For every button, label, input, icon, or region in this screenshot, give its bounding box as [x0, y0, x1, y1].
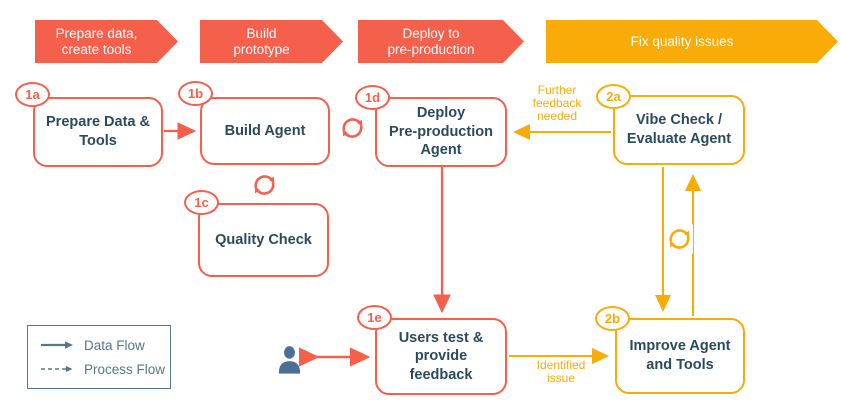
solid-arrow-icon	[41, 341, 73, 349]
stage-banner-fix-quality: Fix quality issues	[546, 20, 838, 63]
stage-banner-label: Fix quality issues	[630, 33, 734, 49]
node-label: Prepare Data & Tools	[46, 114, 150, 149]
legend: Data Flow Process Flow	[27, 325, 171, 389]
node-label: Build Agent	[224, 122, 306, 139]
legend-label: Process Flow	[84, 361, 166, 377]
node-label: Vibe Check / Evaluate Agent	[626, 112, 732, 147]
edge-label-identified-issue: Identified issue	[536, 358, 586, 386]
stage-banner-deploy-preprod: Deploy to pre-production	[358, 20, 524, 63]
node-build-agent: Build Agent	[200, 97, 330, 165]
legend-row-data-flow: Data Flow	[40, 338, 170, 353]
stage-banner-build-prototype: Build prototype	[200, 20, 343, 63]
badge-1a: 1a	[15, 82, 50, 107]
node-label: Improve Agent and Tools	[629, 338, 731, 373]
node-improve-agent-tools: Improve Agent and Tools	[615, 318, 745, 394]
sync-loop-icon	[342, 118, 363, 138]
sync-loop-icon	[666, 224, 693, 254]
sync-loop-icon	[254, 175, 275, 195]
node-quality-check: Quality Check	[198, 203, 329, 277]
badge-1e: 1e	[357, 305, 392, 330]
node-users-test-feedback: Users test & provide feedback	[375, 318, 507, 395]
legend-row-process-flow: Process Flow	[40, 362, 170, 377]
node-vibe-check-evaluate: Vibe Check / Evaluate Agent	[613, 95, 745, 165]
stage-banner-label: Deploy to pre-production	[387, 25, 475, 57]
stage-banner-label: Build prototype	[233, 25, 290, 57]
legend-label: Data Flow	[84, 337, 145, 353]
stage-banner-prepare-data: Prepare data, create tools	[35, 20, 178, 63]
badge-1c: 1c	[184, 190, 219, 215]
node-label: Quality Check	[215, 231, 312, 248]
badge-2a: 2a	[596, 84, 631, 109]
stage-banner-label: Prepare data, create tools	[55, 25, 138, 57]
user-icon	[278, 346, 301, 374]
dashed-arrow-icon	[41, 366, 73, 372]
node-label: Deploy Pre-production Agent	[389, 105, 493, 159]
node-prepare-data-tools: Prepare Data & Tools	[33, 97, 163, 167]
badge-1d: 1d	[355, 85, 390, 110]
node-label: Users test & provide feedback	[398, 329, 484, 383]
badge-2b: 2b	[595, 306, 630, 331]
badge-1b: 1b	[178, 81, 213, 106]
edge-label-further-feedback: Further feedback needed	[532, 83, 582, 124]
node-deploy-preprod-agent: Deploy Pre-production Agent	[375, 97, 507, 167]
